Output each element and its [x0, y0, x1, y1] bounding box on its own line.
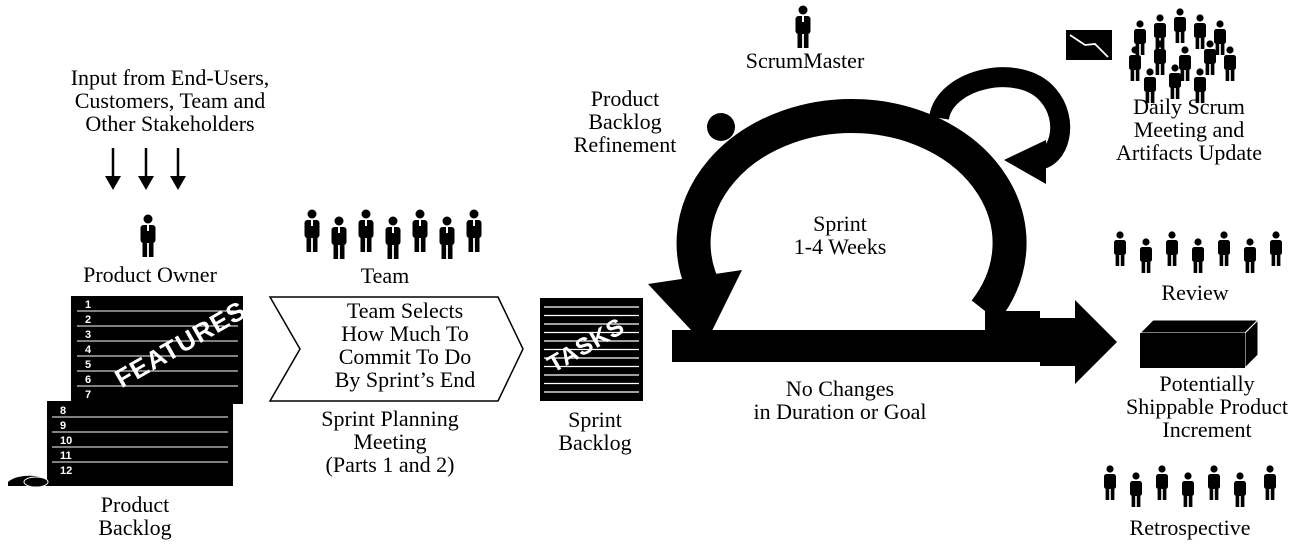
- retro-member-icon: [1234, 472, 1246, 507]
- scrum-master-icon: [795, 5, 811, 48]
- reviewer-icon: [1218, 231, 1230, 266]
- retro-member-icon: [1104, 465, 1116, 500]
- backlog-item-number: 10: [60, 435, 72, 447]
- team-member-icon: [331, 216, 347, 259]
- backlog-item-number: 3: [85, 329, 91, 341]
- increment-box-icon: [1138, 318, 1260, 370]
- burndown-board-icon: [1066, 30, 1112, 60]
- product-owner-icon: [140, 214, 156, 257]
- reviewer-icon: [1140, 238, 1152, 273]
- sprint-cycle-arrow: [648, 99, 1040, 345]
- reviewer-icon: [1244, 238, 1256, 273]
- daily-scrum-loop-arrow: [929, 67, 1071, 184]
- retrospective-team-icon: [1104, 465, 1276, 507]
- backlog-item-number: 8: [60, 405, 66, 417]
- daily-scrum-team-icon: [1129, 8, 1236, 103]
- team-member-icon: [385, 216, 401, 259]
- team-label: Team: [360, 263, 410, 288]
- backlog-item-number: 5: [85, 359, 91, 371]
- backlog-item-number: 11: [60, 450, 72, 462]
- backlog-item-number: 4: [85, 344, 92, 356]
- daily-scrum-member-icon: [1204, 40, 1216, 75]
- backlog-item-number: 6: [85, 374, 91, 386]
- team-member-icon: [466, 209, 482, 252]
- input-label: Input from End-Users,Customers, Team and…: [70, 65, 270, 136]
- daily-scrum-member-icon: [1214, 20, 1226, 55]
- review-label: Review: [1161, 280, 1229, 305]
- daily-scrum-member-icon: [1194, 14, 1206, 49]
- scrum-master-label: ScrumMaster: [745, 48, 865, 73]
- reviewer-icon: [1166, 231, 1178, 266]
- reviewer-icon: [1192, 238, 1204, 273]
- retro-member-icon: [1208, 465, 1220, 500]
- daily-scrum-member-icon: [1174, 8, 1186, 43]
- retro-member-icon: [1182, 472, 1194, 507]
- sprint-planning-arrow: [268, 296, 524, 402]
- team-icon: [304, 209, 482, 259]
- backlog-item-number: 2: [85, 314, 91, 326]
- input-arrows: [105, 148, 186, 190]
- reviewer-icon: [1270, 231, 1282, 266]
- retro-member-icon: [1156, 465, 1168, 500]
- backlog-item-number: 7: [85, 389, 91, 401]
- team-member-icon: [439, 216, 455, 259]
- retro-member-icon: [1264, 465, 1276, 500]
- sprint-backlog-icon: TASKS: [540, 298, 643, 401]
- retro-member-icon: [1130, 472, 1142, 507]
- sprint-output-arrow: [672, 300, 1117, 384]
- backlog-item-number: 9: [60, 420, 66, 432]
- team-member-icon: [412, 209, 428, 252]
- product-owner-label: Product Owner: [83, 262, 217, 287]
- daily-scrum-member-icon: [1224, 46, 1236, 81]
- reviewer-icon: [1114, 231, 1126, 266]
- retrospective-label: Retrospective: [1129, 515, 1251, 540]
- team-member-icon: [304, 209, 320, 252]
- team-member-icon: [358, 209, 374, 252]
- review-team-icon: [1114, 231, 1282, 273]
- backlog-item-number: 1: [85, 299, 91, 311]
- backlog-item-number: 12: [60, 465, 72, 477]
